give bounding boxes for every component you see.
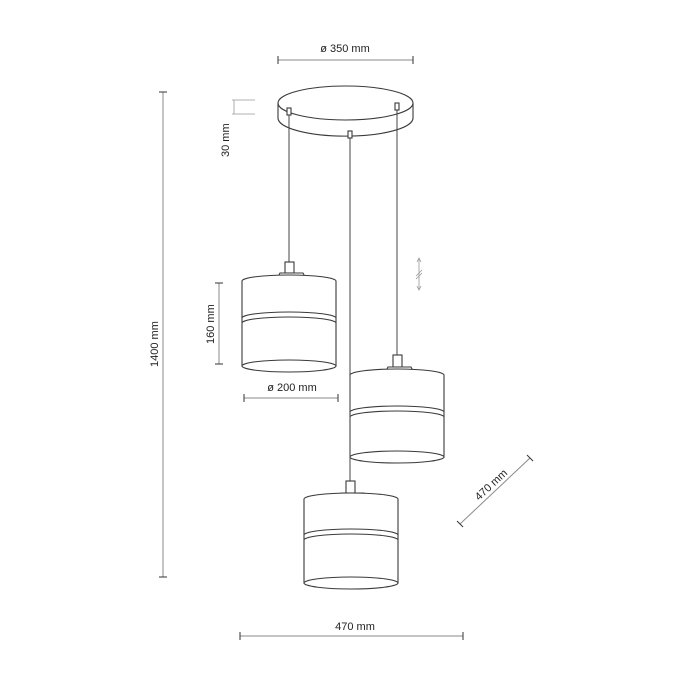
adjustable-length-icon (415, 257, 423, 291)
total-height-dimension: 1400 mm (149, 91, 167, 578)
total-depth-label: 470 mm (473, 467, 510, 503)
total-width-dimension: 470 mm (239, 621, 464, 640)
shade-left (241, 261, 337, 373)
shade-height-label: 160 mm (205, 304, 217, 344)
canopy-height-dimension: 30 mm (220, 99, 255, 157)
shade-bottom (303, 480, 399, 590)
canopy-diameter-label: ø 350 mm (320, 43, 370, 55)
canopy (277, 85, 414, 139)
canopy-height-label: 30 mm (220, 123, 232, 157)
canopy-diameter-dimension: ø 350 mm (277, 43, 414, 64)
shade-diameter-dimension: ø 200 mm (243, 382, 339, 402)
shade-height-dimension: 160 mm (205, 282, 223, 365)
total-height-label: 1400 mm (149, 321, 161, 367)
shade-diameter-label: ø 200 mm (267, 382, 317, 394)
total-depth-dimension: 470 mm (456, 454, 534, 528)
total-width-label: 470 mm (335, 621, 375, 633)
shade-right (349, 354, 445, 464)
